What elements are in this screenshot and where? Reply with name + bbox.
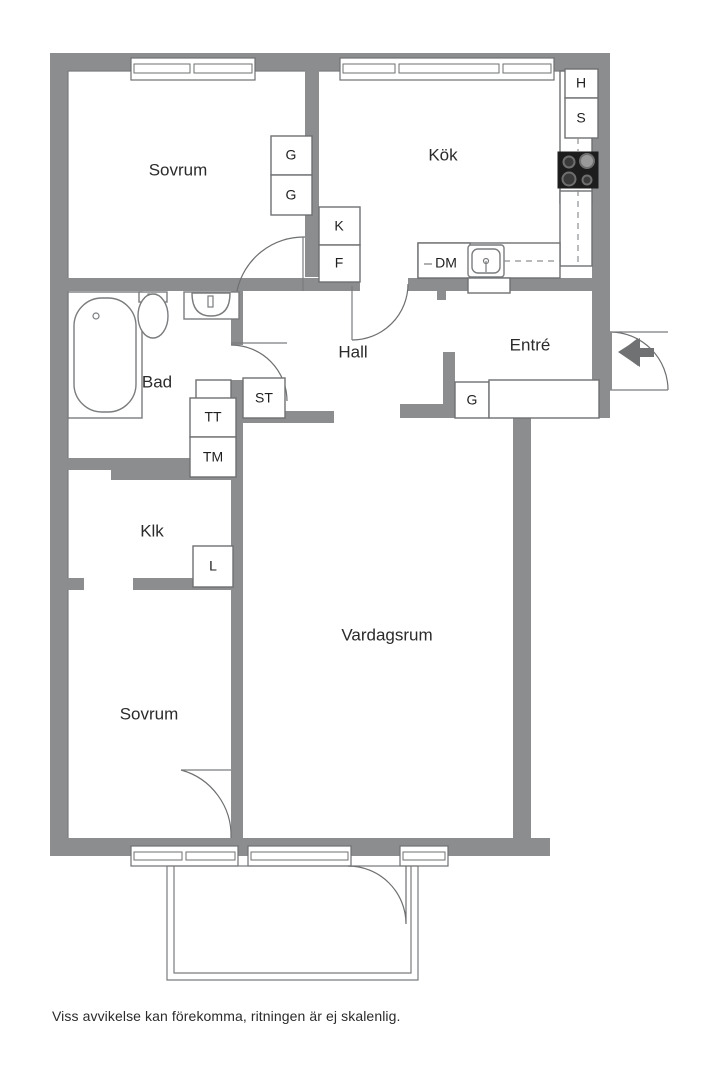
cabinet-g-top-1	[270, 135, 313, 176]
entry-arrow-icon	[618, 338, 654, 367]
washbasin-tap-icon	[207, 295, 214, 308]
wall-klk-sovrum-east	[231, 470, 243, 838]
balcony	[166, 865, 419, 981]
doors-group	[180, 236, 669, 839]
bathtub-basin	[73, 297, 137, 413]
wall-structure	[50, 53, 610, 856]
balcony-inner	[173, 866, 412, 974]
bathroom-fixtures	[67, 291, 240, 419]
cabinet-label-s: S	[576, 110, 585, 126]
cabinet-label-l: L	[209, 558, 217, 574]
wall-bedroom-south	[50, 278, 312, 291]
window-kitchen	[339, 57, 555, 81]
cabinet-label-k: K	[334, 218, 344, 234]
kitchen-counter-east-lower	[559, 190, 593, 267]
room-label-bad: Bad	[142, 372, 172, 391]
room-label-vardagsrum: Vardagsrum	[341, 625, 432, 644]
wall-klk-south-stub	[62, 578, 84, 590]
cabinet-tt	[189, 397, 237, 438]
door-entry-jamb	[602, 332, 612, 390]
room-label-sovrum-bottom: Sovrum	[120, 704, 179, 723]
cabinet-label-tm: TM	[203, 449, 223, 465]
cabinet-label-dm: DM	[435, 255, 457, 271]
entry-hall-closet	[488, 379, 600, 419]
cabinet-label-g-top-2: G	[286, 187, 297, 203]
burner-front-right-icon	[581, 174, 593, 186]
cabinet-label-h: H	[576, 75, 586, 91]
window-bedroom-top	[130, 57, 256, 81]
cabinet-label-g-top-1: G	[286, 147, 297, 163]
cabinet-label-tt: TT	[204, 409, 222, 425]
wall-livingroom-east	[513, 404, 531, 856]
cabinet-s	[564, 97, 599, 139]
cabinets-group	[189, 135, 600, 588]
toilet-bowl	[137, 293, 169, 339]
burner-rear-right-icon	[579, 153, 595, 169]
cabinet-st-niche	[195, 379, 232, 401]
door-bedroom-top-swing	[236, 236, 306, 292]
plan-disclaimer-caption: Viss avvikelse kan förekomma, ritningen …	[52, 1008, 401, 1024]
washbasin-bowl	[191, 292, 231, 317]
room-label-sovrum-top: Sovrum	[149, 160, 208, 179]
burner-front-left-icon	[561, 171, 577, 187]
window-livingroom-1	[247, 845, 352, 867]
wall-exterior-east-upper	[592, 53, 610, 413]
burner-rear-left-icon	[562, 155, 576, 169]
room-label-klk: Klk	[140, 521, 164, 540]
wall-entry-closet-west	[443, 352, 455, 418]
windows-group	[130, 57, 555, 867]
door-kitchen-swing	[351, 283, 409, 341]
bathtub-drain-icon	[92, 312, 100, 320]
door-bath-swing	[230, 344, 288, 402]
wall-exterior-west	[50, 53, 68, 856]
cabinet-st	[242, 377, 286, 419]
cabinet-f	[318, 244, 361, 283]
balcony-outer	[166, 866, 419, 981]
room-label-kok: Kök	[428, 145, 458, 164]
room-label-hall: Hall	[338, 342, 367, 361]
cabinet-label-g-entry: G	[467, 392, 478, 408]
window-livingroom-2	[399, 845, 449, 867]
cabinet-g-top-2	[270, 174, 313, 216]
kitchen-base-cabinet	[467, 277, 511, 294]
dishwasher-unit	[417, 242, 471, 279]
cabinet-tm	[189, 436, 237, 478]
cabinet-h	[564, 68, 599, 99]
room-labels: Sovrum Kök Bad Hall Entré Klk Sovrum Var…	[120, 145, 551, 723]
cabinet-label-f: F	[335, 255, 344, 271]
wall-kitchen-stub	[437, 278, 446, 300]
cabinet-l	[192, 545, 234, 588]
door-bedroom-bottom-swing	[180, 769, 232, 839]
cabinet-label-st: ST	[255, 390, 273, 406]
door-balcony-swing	[347, 865, 407, 925]
window-bedroom-bottom	[130, 845, 239, 867]
cabinet-g-entry	[454, 381, 490, 419]
kitchen-fixtures	[417, 68, 599, 294]
cabinet-labels: G G K F H S DM G ST TT TM L	[203, 75, 586, 574]
room-label-entre: Entré	[510, 335, 551, 354]
